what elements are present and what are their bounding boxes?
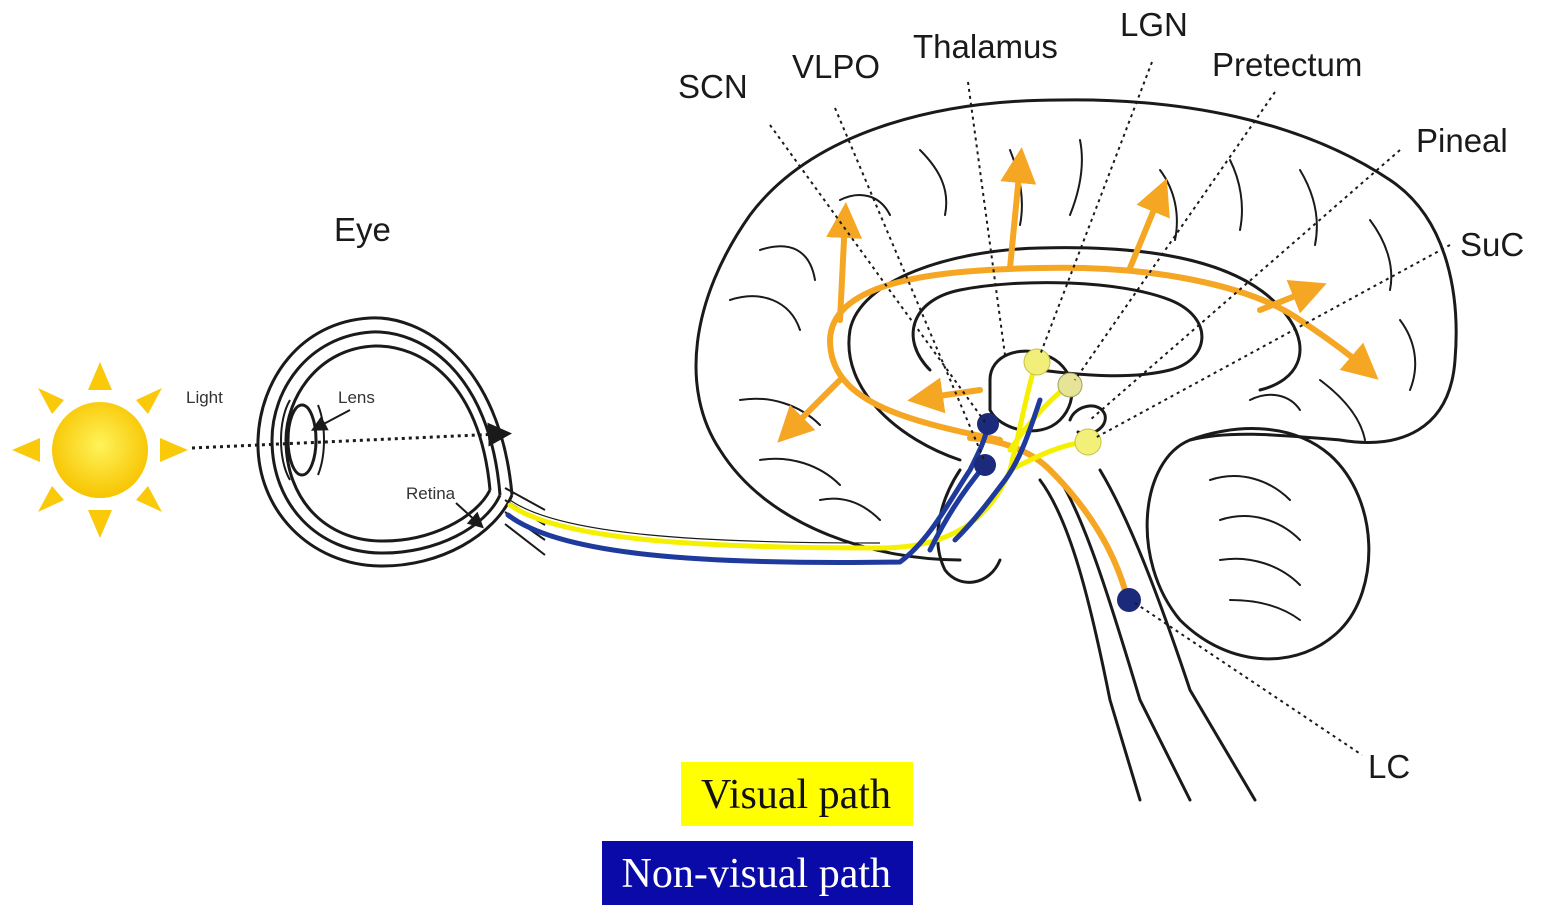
label-eye: Eye xyxy=(334,213,391,246)
leader-lines xyxy=(770,62,1450,755)
legend-visual-path: Visual path xyxy=(681,762,913,826)
legend-nonvisual-path: Non-visual path xyxy=(602,841,913,905)
lc-nucleus xyxy=(1117,588,1141,612)
label-thalamus: Thalamus xyxy=(913,30,1058,63)
label-vlpo: VLPO xyxy=(792,50,880,83)
label-scn: SCN xyxy=(678,70,748,103)
suc-nucleus xyxy=(1075,429,1101,455)
cortex-outline xyxy=(696,100,1456,560)
label-lens: Lens xyxy=(338,389,375,406)
cerebellum xyxy=(1147,429,1369,659)
label-lgn: LGN xyxy=(1120,8,1188,41)
vlpo-nucleus xyxy=(974,454,996,476)
label-pineal: Pineal xyxy=(1416,124,1508,157)
lgn-nucleus xyxy=(1024,349,1050,375)
label-retina: Retina xyxy=(406,485,455,502)
label-pretectum: Pretectum xyxy=(1212,48,1362,81)
visual-pathway-outline xyxy=(510,500,880,543)
label-light: Light xyxy=(186,389,223,406)
brain-icon xyxy=(696,100,1456,800)
light-ray xyxy=(192,434,500,448)
nonvisual-pathway xyxy=(508,400,1040,562)
sun-icon xyxy=(12,362,188,538)
label-suc: SuC xyxy=(1460,228,1524,261)
label-lc: LC xyxy=(1368,750,1410,783)
eye-icon xyxy=(258,318,545,566)
